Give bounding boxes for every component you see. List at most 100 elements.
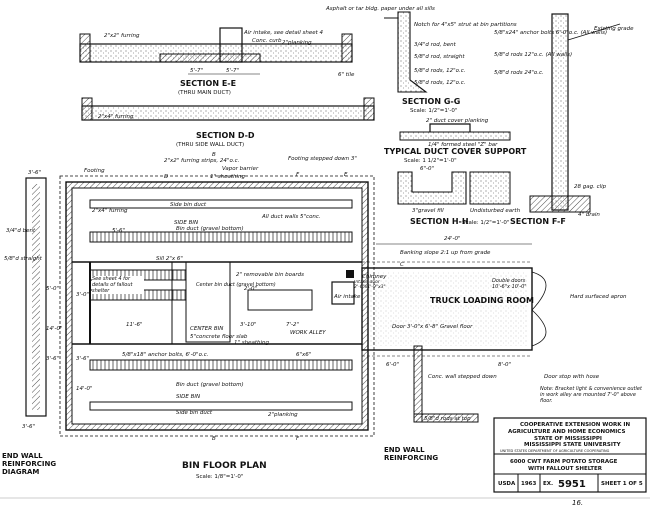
plan-label: All duct walls 5"conc.	[261, 214, 321, 220]
end-wall-right-wall	[413, 345, 423, 423]
section-ee-main-duct	[159, 53, 261, 63]
section-ee-right-wall	[341, 33, 353, 63]
plan-side-bin-duct-top	[89, 199, 353, 209]
section-gg-note: 5/8"d rod, straight	[414, 54, 465, 60]
plan-dim: 3'-10"	[240, 322, 257, 328]
plan-chimney	[346, 270, 354, 278]
title-block-line: AGRICULTURE AND HOME ECONOMICS	[508, 429, 625, 435]
section-gg-wall	[397, 11, 428, 93]
plan-label: 5/8"d rods at top	[424, 416, 471, 422]
section-ff-footing	[529, 195, 591, 213]
plan-mark: C	[400, 262, 404, 268]
plan-label: 1" sheathing	[210, 174, 246, 180]
plan-label: 2"x4" furring	[92, 208, 128, 214]
plan-label: SIDE BIN	[174, 220, 198, 226]
plan-air-intake	[331, 281, 355, 305]
plan-dim: 8'-0"	[498, 362, 511, 368]
plan-label: Hard surfaced apron	[570, 294, 627, 300]
title-block-line: STATE OF MISSISSIPPI	[534, 436, 602, 442]
section-ee-note: Air intake, see detail sheet 4	[243, 30, 324, 36]
section-hh-dim: 6"-0"	[420, 166, 434, 172]
plan-mark: B	[212, 436, 216, 442]
section-gg-scale: Scale: 1/2"=1'-0"	[410, 108, 457, 114]
plan-side-bin-duct-bottom	[89, 401, 353, 411]
section-ee-title: SECTION E-E	[180, 79, 236, 88]
plan-intake-door-box: Intake door 2'-6"x1'-9"x3"	[354, 280, 386, 290]
plan-label: 6"x6"	[296, 352, 311, 358]
plan-label: Vapor barrier	[222, 166, 259, 172]
plan-scale: Scale: 1/8"=1'-0"	[196, 474, 243, 480]
plan-dim: 5'-6"	[112, 228, 125, 234]
title-block-line: MISSISSIPPI STATE UNIVERSITY	[524, 442, 622, 448]
plan-double-doors-box: Double doors 10'-6"x 10'-0"	[492, 278, 527, 290]
end-wall-left-title: END WALL REINFORCING DIAGRAM	[2, 452, 57, 476]
plan-bin-duct-top	[89, 231, 353, 243]
plan-label: Sill 2"x 6"	[156, 256, 183, 262]
plan-double-door-swing	[531, 271, 547, 311]
plan-label: Side bin duct	[170, 202, 207, 208]
plan-label: 2" removable bin boards	[236, 272, 304, 278]
title-block-project: 6000 CWT FARM POTATO STORAGE	[510, 459, 618, 465]
plan-label: TRUCK LOADING ROOM	[430, 296, 534, 305]
section-hh: 6"-0" 3"gravel fill Undisturbed earth SE…	[397, 166, 521, 226]
section-hh-profile	[397, 171, 467, 205]
plan-label: 5/8"x18" anchor bolts, 6'-0"o.c.	[122, 352, 209, 358]
end-wall-left-outline	[25, 177, 47, 417]
plan-mark: F	[296, 436, 300, 442]
duct-cover-scale: Scale: 1 1/2"=1'-0"	[404, 158, 457, 164]
duct-cover-slab	[399, 131, 511, 141]
plan-mark: F	[296, 172, 300, 178]
plan-title: BIN FLOOR PLAN	[182, 461, 267, 471]
section-ee-note: 2"planking	[282, 40, 312, 46]
plan-label: Intake door 2'-6"x1'-9"x3"	[354, 280, 386, 290]
section-ff-wall	[551, 13, 569, 211]
section-dd-subtitle: (THRU SIDE WALL DUCT)	[176, 142, 244, 148]
plan-mark: B	[212, 152, 216, 158]
plan-label: Center bin duct (gravel bottom)	[196, 282, 276, 288]
bracket-note: Note: Bracket light & convenience outlet…	[540, 386, 642, 404]
plan-dim: 3'-6"	[76, 356, 89, 362]
title-block-usda: USDA	[498, 481, 516, 487]
plan-label: Footing	[84, 168, 105, 174]
section-hh-title: SECTION H-H	[410, 217, 469, 226]
section-hh-earth	[469, 171, 511, 205]
plan-label: Conc. wall stepped down	[428, 374, 497, 380]
section-gg-note: Asphalt or tar bldg. paper under all sil…	[325, 6, 435, 12]
section-ee-dim: 5'-7"	[226, 68, 239, 74]
section-ff-note: 5/8"x24" anchor bolts 6'-0"o.c. (All wal…	[494, 30, 607, 36]
plan-label: 2"x2" furring strips, 24"o.c.	[164, 158, 240, 164]
section-ee: 2"x2" furring Air intake, see detail she…	[79, 27, 355, 96]
section-gg-title: SECTION G-G	[402, 97, 460, 106]
section-ee-left-wall	[79, 33, 91, 63]
plan-work-alley	[247, 289, 313, 311]
plan-label: 2"planking	[268, 412, 298, 418]
plan-bin-duct-bottom	[89, 359, 353, 371]
section-ee-subtitle: (THRU MAIN DUCT)	[178, 90, 231, 96]
section-hh-note: 3"gravel fill	[412, 208, 444, 214]
section-ff-note: 5/8"d rods 12"o.c. (All walls)	[494, 52, 572, 58]
plan-see-detail-box: See sheet 4 for details of fallout shelt…	[92, 276, 144, 294]
section-ff-note: 28 gag. clip	[574, 184, 607, 190]
section-ff-note: Existing grade	[594, 26, 634, 32]
bin-floor-plan: Footing Footing stepped down 3" 2"x2" fu…	[59, 152, 627, 480]
duct-cover-support: 2" duct cover planking 1/4" formed steel…	[384, 118, 527, 164]
section-ee-note: 2"x2" furring	[104, 33, 140, 39]
section-hh-note: Undisturbed earth	[470, 208, 521, 214]
section-ee-dim: 5'-7"	[190, 68, 203, 74]
title-block: COOPERATIVE EXTENSION WORK IN AGRICULTUR…	[493, 417, 647, 493]
plan-truck-loading-room	[361, 267, 533, 351]
plan-label: 5"concrete floor slab	[190, 334, 248, 340]
section-gg-note: Notch for 4"x5" strut at bin partitions	[414, 22, 517, 28]
bracket-note-box: Note: Bracket light & convenience outlet…	[540, 386, 642, 404]
section-dd-left-wall	[81, 97, 93, 121]
end-wall-left-dim: 5'-0"	[46, 286, 59, 292]
section-ff-note: 4" drain	[578, 212, 600, 218]
section-dd: 2"x4" furring SECTION D-D (THRU SIDE WAL…	[81, 97, 375, 148]
end-wall-left-dim: 3'-6"	[28, 170, 41, 176]
duct-cover-note: 1/4" formed steel "Z" bar	[428, 142, 498, 148]
plan-mark: E	[344, 172, 348, 178]
end-wall-right-title-box: END WALL REINFORCING	[384, 446, 438, 462]
end-wall-left: 3/4"d bent 5/8"d straight 3'-6" 3'-6" 5'…	[2, 170, 63, 476]
section-gg-note: 3/4"d rod, bent	[414, 42, 457, 48]
plan-interior	[71, 187, 363, 425]
